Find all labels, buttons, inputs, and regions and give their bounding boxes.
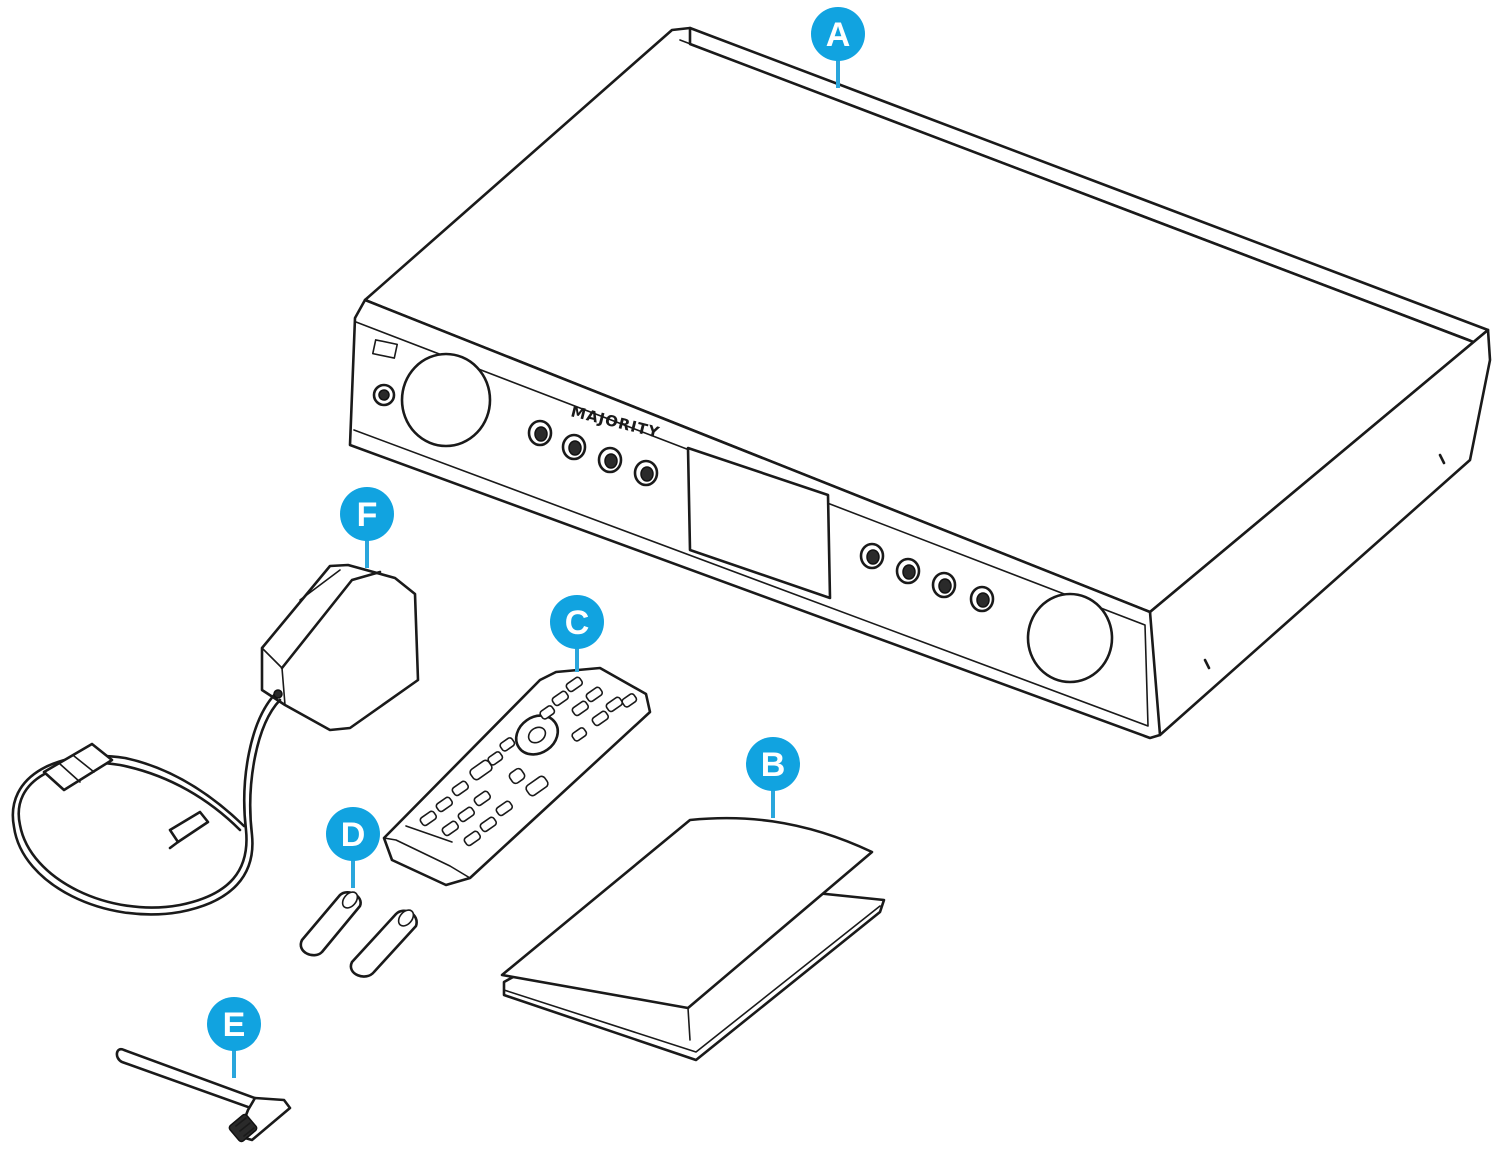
power-adapter [11, 563, 420, 916]
display-screen [686, 446, 832, 600]
callout-f-label: F [357, 496, 378, 534]
callout-d: D [326, 807, 380, 888]
callout-e: E [207, 997, 261, 1078]
callout-e-label: E [223, 1006, 246, 1044]
front-buttons-left [527, 419, 659, 487]
callout-a: A [811, 7, 865, 88]
user-manual [500, 816, 886, 1062]
main-unit: MAJORITY [348, 26, 1492, 740]
callout-d-label: D [341, 816, 366, 854]
callout-b-label: B [761, 746, 786, 784]
antenna [115, 1047, 292, 1143]
callout-f: F [340, 487, 394, 568]
callout-a-label: A [826, 16, 851, 54]
front-buttons-right [859, 542, 995, 613]
remote-control [382, 666, 652, 887]
callout-c-label: C [565, 604, 590, 642]
callout-b: B [746, 737, 800, 818]
callout-c: C [550, 595, 604, 672]
batteries [299, 891, 418, 978]
